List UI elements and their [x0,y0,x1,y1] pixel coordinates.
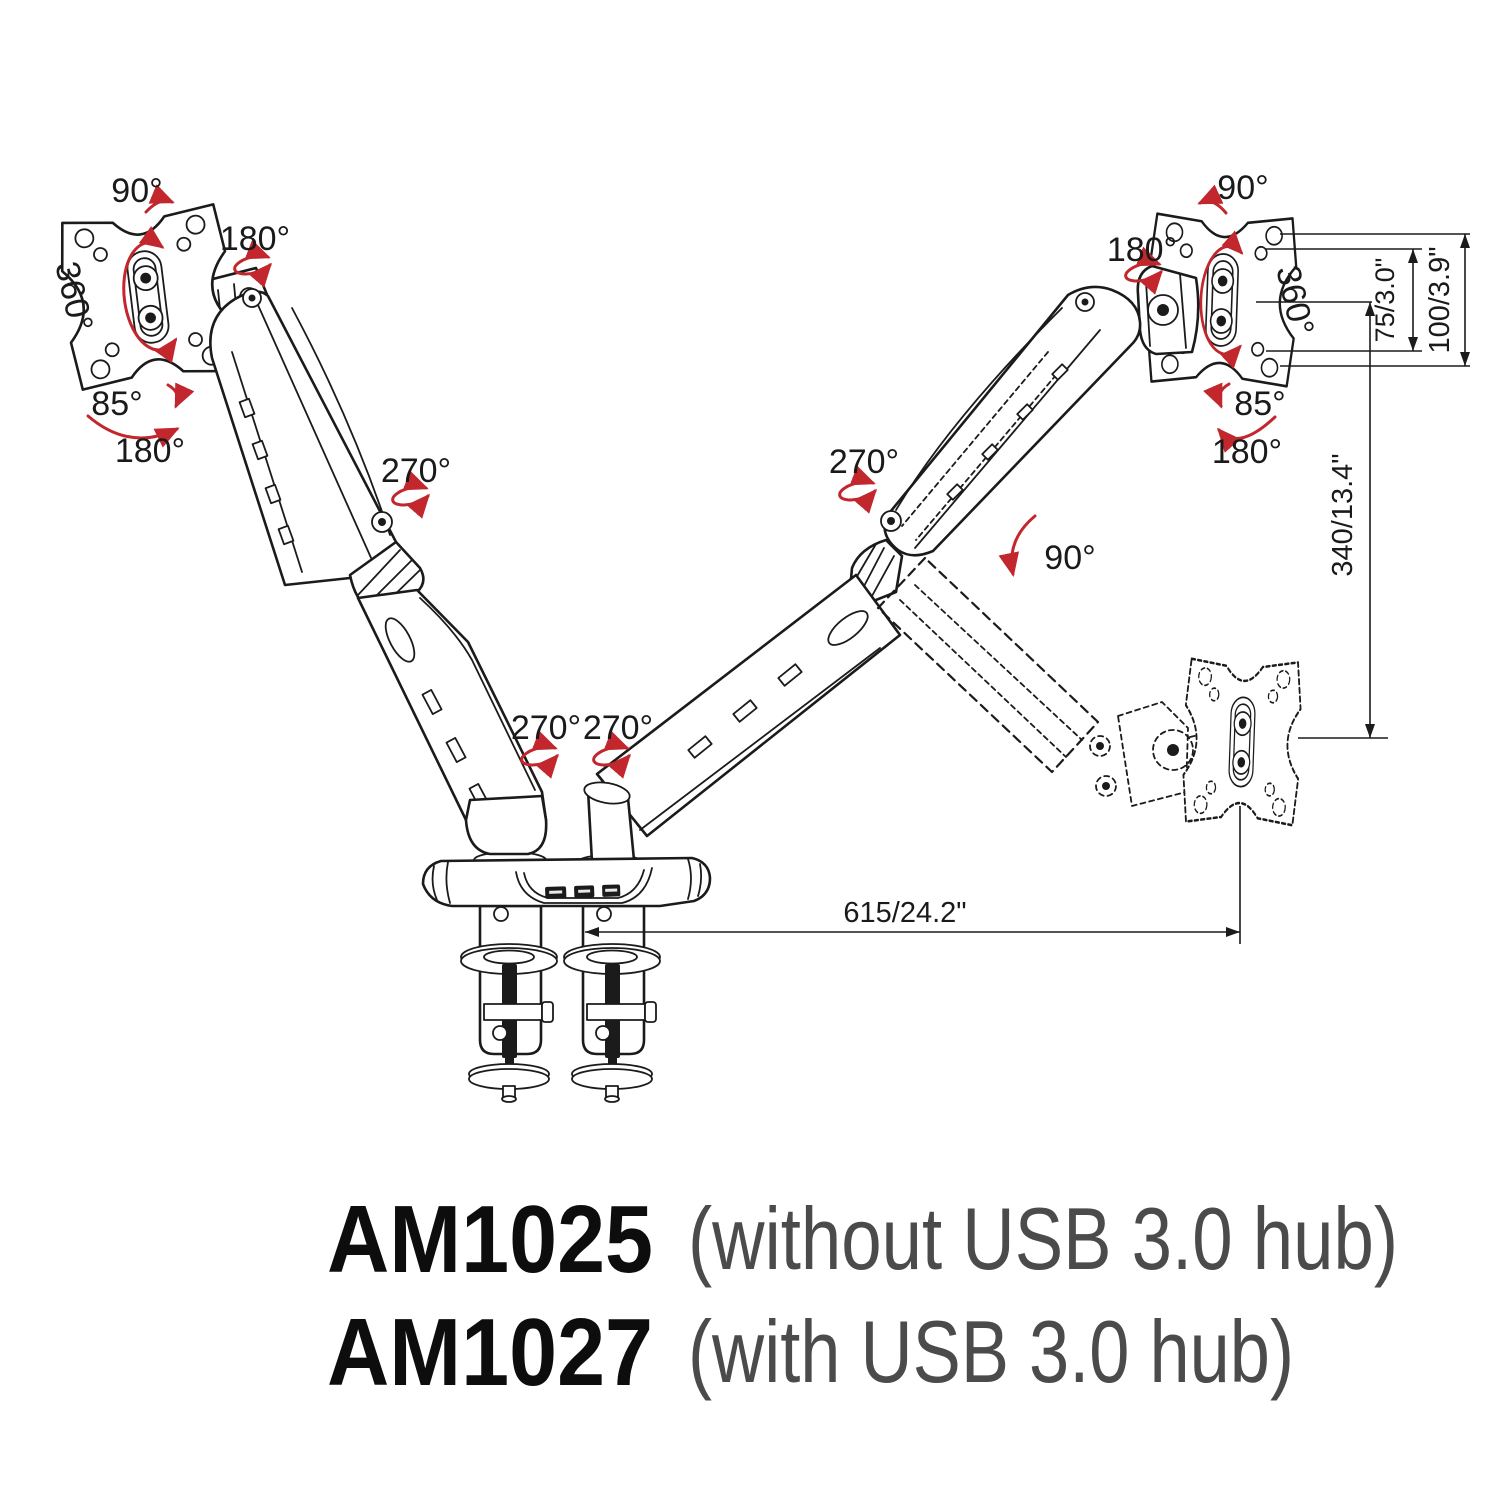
right-upper-arm [880,285,1142,557]
spin-360-arrow [1199,230,1244,370]
dimension-lines [585,233,1470,944]
model-1-note: (without USB 3.0 hub) [688,1189,1398,1288]
left-upper-arm [209,288,401,587]
label-left-tilt-down: 180° [115,432,185,470]
dimension-labels: 75/3.0" 100/3.9" 340/13.4" 615/24.2" [843,246,1456,929]
right-tilt-180-arrow [1217,415,1277,453]
model-text-block: AM1025 (without USB 3.0 hub) AM1027 (wit… [327,1186,1398,1406]
spin-360-arrow [122,226,178,364]
right-vesa-plate [1144,212,1300,388]
rotation-arrows [86,184,1277,765]
ghost-lowered-arm [876,556,1208,807]
desk-base [421,856,712,908]
label-horizontal-reach: 615/24.2" [843,897,966,929]
label-right-tilt-up: 85° [1234,385,1285,423]
left-rotate-90-arrow [144,184,175,214]
label-base-left-swivel: 270° [511,709,581,747]
right-monitor-head-bracket [1136,264,1200,356]
usb-hub-ports [545,884,621,899]
right-arm-270-arrow [840,482,875,500]
left-arm-riser-foot [464,794,548,869]
label-right-rotation: 90° [1217,169,1268,207]
left-tilt-85-arrow [166,382,195,409]
label-arm-lift: 90° [1044,539,1095,577]
left-tilt-180-arrow [86,414,180,448]
right-rotate-90-arrow [1197,184,1228,215]
label-right-tilt-down: 180° [1212,433,1282,471]
model-2-code: AM1027 [327,1299,653,1406]
right-forearm [595,573,902,838]
left-vesa-plate [55,202,241,392]
model-2-note: (with USB 3.0 hub) [688,1302,1294,1401]
right-tilt-85-arrow [1203,382,1231,409]
label-vesa-plate-size: 100/3.9" [1424,246,1456,353]
right-desk-clamp [563,904,661,1103]
label-right-arm-swivel: 270° [829,443,899,481]
arm-lift-90-arrow [998,514,1037,577]
label-vertical-range: 340/13.4" [1327,453,1359,576]
ghost-vesa-plate [1180,657,1304,827]
label-right-swivel: 180° [1107,231,1177,269]
label-left-tilt-up: 85° [91,385,142,423]
label-left-swivel: 180° [220,220,290,258]
left-desk-clamp [460,904,558,1103]
label-left-rotation: 90° [111,172,162,210]
angle-labels: 90° 180° 360° 85° 180° 270° 270° 270° 27… [47,169,1321,747]
label-left-arm-swivel: 270° [381,452,451,490]
label-vesa-hole-spacing: 75/3.0" [1370,258,1400,343]
model-1-code: AM1025 [327,1186,653,1293]
label-base-right-swivel: 270° [583,709,653,747]
